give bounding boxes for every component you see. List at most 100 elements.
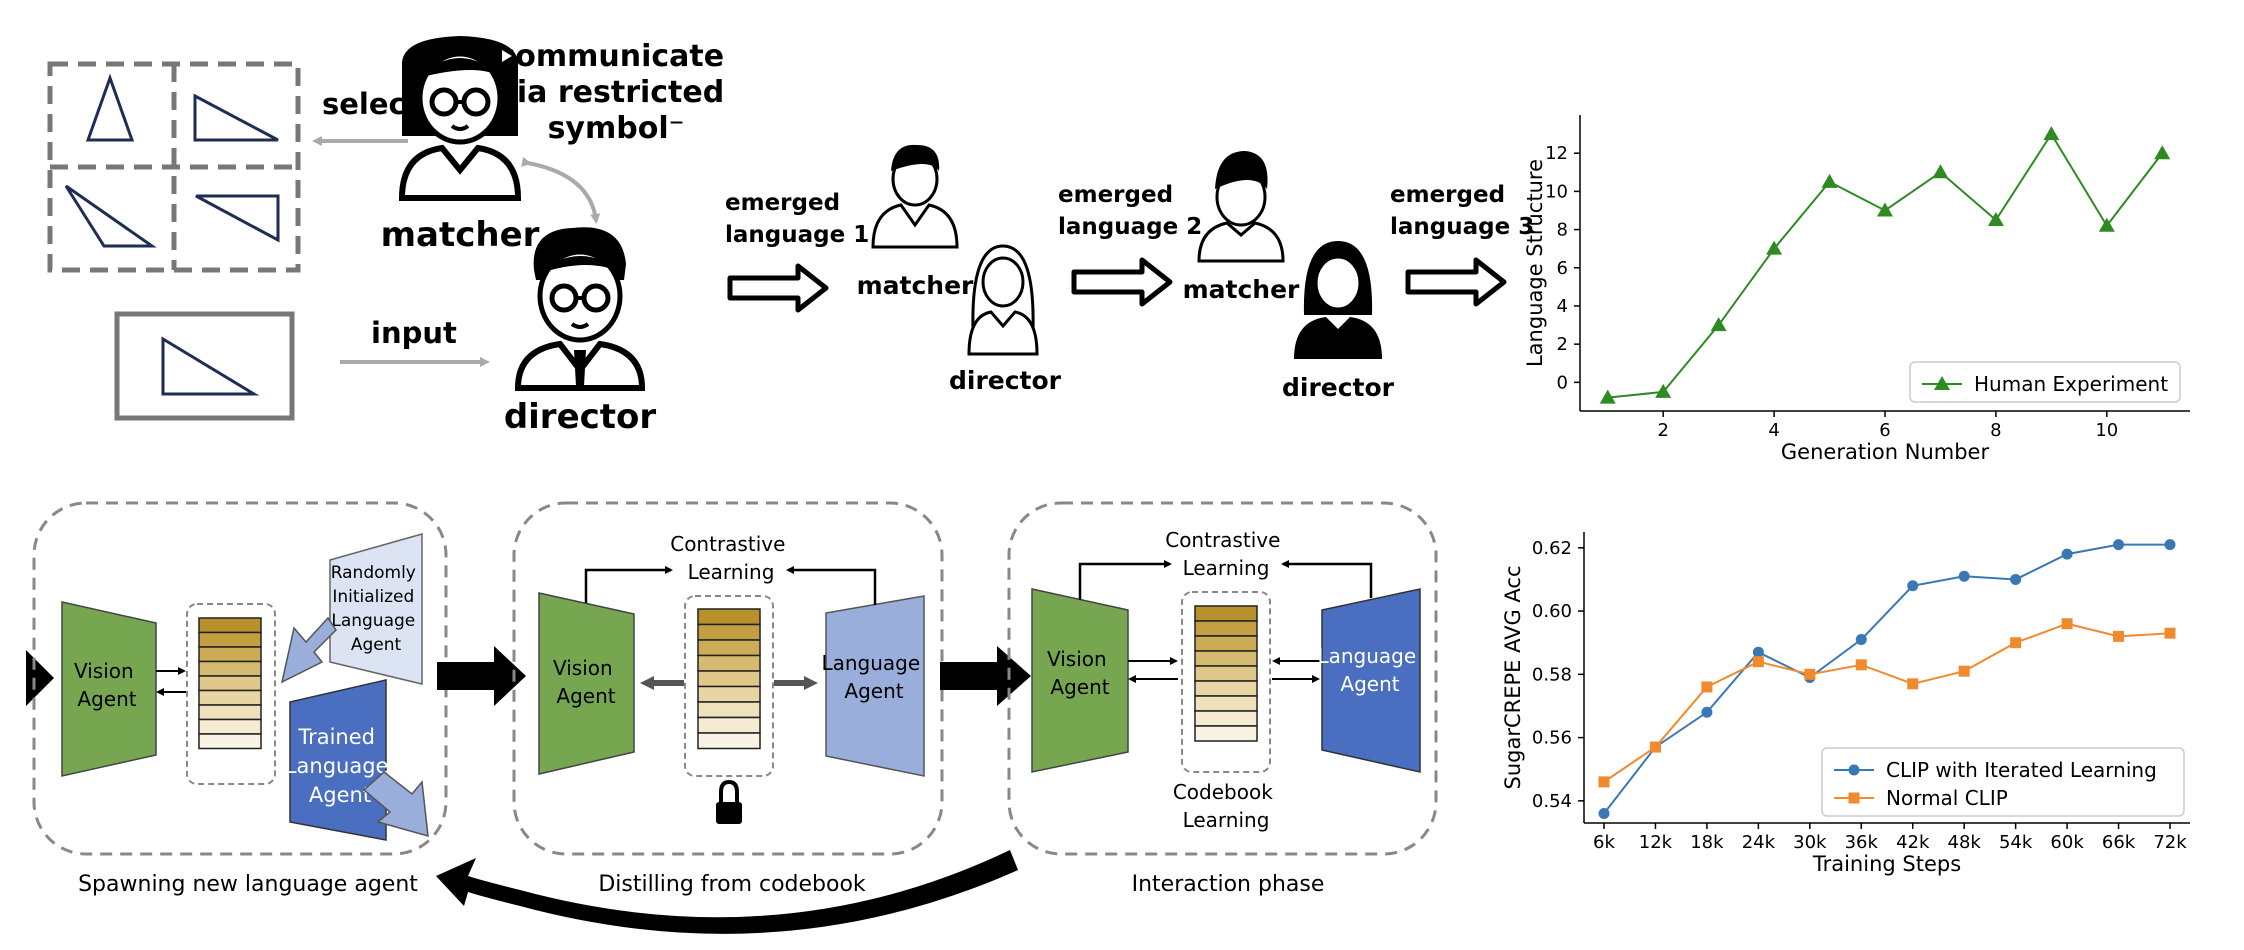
- data-point: [1598, 808, 1610, 820]
- codebook-entry: [198, 631, 262, 648]
- phase-arrow: [437, 646, 526, 706]
- codebook-entry: [697, 701, 761, 719]
- data-point: [1855, 634, 1867, 646]
- x-tick-label: 60k: [2050, 832, 2084, 853]
- data-point: [1958, 665, 1970, 677]
- y-tick-label: 6: [1557, 258, 1568, 279]
- phase-arrow: [940, 646, 1031, 706]
- codebook-entry: [1194, 635, 1258, 652]
- codebook-entry: [1194, 725, 1258, 742]
- data-point: [1848, 792, 1860, 804]
- contrastive-loop: [584, 566, 673, 603]
- series-line: [1607, 132, 2164, 399]
- outline-arrow: [1405, 257, 1507, 307]
- data-point: [1987, 212, 2004, 227]
- communicate-label: communicate via restricted symbol⁻: [497, 39, 734, 146]
- block-arrow: [280, 616, 337, 684]
- data-point: [1907, 580, 1919, 592]
- director-label: director: [504, 397, 657, 437]
- director-avatar-gen2: [1294, 241, 1382, 359]
- codebook-entry: [697, 670, 761, 688]
- emerged-language-1-label: emerged language 1: [725, 190, 869, 248]
- series-line: [1603, 543, 2170, 815]
- data-point: [2113, 630, 2125, 642]
- data-point: [1752, 646, 1764, 658]
- x-axis-label: Training Steps: [1812, 852, 1961, 876]
- x-tick-label: 30k: [1793, 832, 1827, 853]
- triangle-shape: [64, 184, 157, 248]
- y-tick-label: 4: [1557, 296, 1568, 317]
- codebook-entry: [697, 639, 761, 657]
- codebook-entry: [198, 646, 262, 663]
- language-agent-label: Language Agent: [1317, 644, 1422, 696]
- data-point: [2098, 217, 2115, 232]
- series-line: [1603, 622, 2171, 783]
- codebook-stack: [1194, 605, 1258, 742]
- lock-icon: [716, 779, 742, 824]
- codebook-entry: [697, 608, 761, 626]
- data-point: [2164, 627, 2176, 639]
- language-agent-label: Language Agent: [821, 651, 926, 703]
- outline-arrow: [1071, 257, 1173, 307]
- codebook-entry: [1194, 605, 1258, 622]
- codebook-entry: [198, 660, 262, 677]
- random-language-agent-block: [329, 533, 423, 685]
- y-tick-label: 10: [1545, 181, 1568, 202]
- matcher-label-gen1: matcher: [857, 271, 974, 300]
- data-point: [1766, 240, 1783, 255]
- codebook-stack: [198, 617, 262, 750]
- matcher-avatar-gen2: [1197, 151, 1285, 263]
- x-tick-label: 4: [1768, 420, 1779, 441]
- legend-label: Normal CLIP: [1886, 786, 2008, 810]
- codebook-entry: [198, 733, 262, 750]
- data-point: [2061, 618, 2073, 630]
- codebook-entry: [697, 732, 761, 750]
- contrastive-label: Contrastive Learning: [670, 532, 792, 584]
- y-tick-label: 0.62: [1532, 538, 1572, 559]
- triangle-shape: [193, 93, 279, 142]
- vision-agent-label: Vision Agent: [74, 659, 140, 711]
- iterated-learning-phases: Vision Agent Randomly Initialized Langua…: [26, 501, 1438, 934]
- x-tick-label: 10: [2095, 420, 2118, 441]
- codebook-entry: [198, 675, 262, 692]
- codebook-entry: [198, 704, 262, 721]
- data-point: [2010, 573, 2022, 585]
- director-label-gen1: director: [949, 366, 1062, 395]
- codebook-entry: [1194, 650, 1258, 667]
- data-point: [2010, 637, 2022, 649]
- panel2-caption: Distilling from codebook: [598, 872, 866, 897]
- panel-spawning: [32, 501, 448, 856]
- codebook-entry: [1194, 695, 1258, 712]
- x-tick-label: 72k: [2153, 832, 2187, 853]
- language-agent-block: [1321, 588, 1421, 773]
- data-point: [2061, 548, 2073, 560]
- director-avatar: [514, 227, 646, 391]
- y-tick-label: 12: [1545, 143, 1568, 164]
- codebook-entry: [697, 654, 761, 672]
- matcher-label-gen2: matcher: [1183, 275, 1300, 304]
- matcher-avatar-gen1: [871, 144, 959, 249]
- contrastive-label: Contrastive Learning: [1165, 528, 1287, 580]
- language-agent-block: [825, 595, 925, 777]
- codebook-entry: [198, 617, 262, 634]
- codebook-entry: [697, 685, 761, 703]
- codebook-entry: [1194, 710, 1258, 727]
- x-tick-label: 54k: [1999, 832, 2033, 853]
- data-point: [2113, 539, 2125, 551]
- codebook-frame: [186, 603, 276, 785]
- outline-arrow: [727, 263, 829, 313]
- y-tick-label: 0: [1557, 372, 1568, 393]
- x-tick-label: 42k: [1896, 832, 1930, 853]
- director-label-gen2: director: [1282, 373, 1395, 402]
- data-point: [1649, 741, 1661, 753]
- data-point: [1701, 706, 1713, 718]
- vision-agent-label: Vision Agent: [1047, 647, 1113, 699]
- data-point: [1932, 164, 1949, 179]
- panel3-caption: Interaction phase: [1132, 872, 1325, 897]
- panel-interaction: [1007, 501, 1438, 856]
- triangle-shape: [195, 194, 280, 243]
- codebook-entry: [697, 623, 761, 641]
- x-axis-label: Generation Number: [1781, 440, 1990, 464]
- contrastive-loop: [1078, 560, 1172, 600]
- codebook-learning-label: Codebook Learning: [1173, 780, 1279, 832]
